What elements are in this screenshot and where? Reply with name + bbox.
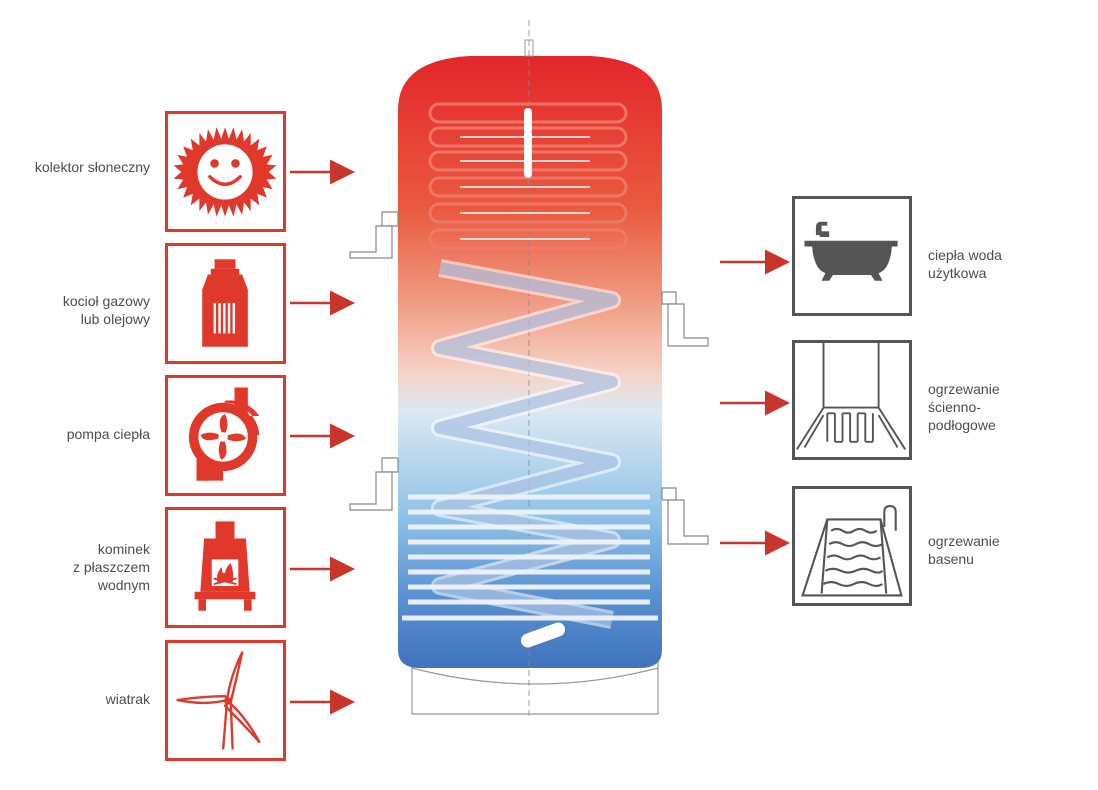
label-solar: kolektor słoneczny	[34, 159, 150, 175]
tank-base	[411, 660, 659, 715]
label-hotwater: ciepła woda użytkowa	[928, 247, 1002, 281]
right-pipes	[661, 291, 709, 545]
left-pipes	[349, 211, 399, 511]
output-arrows	[720, 249, 790, 556]
fireplace-icon	[194, 521, 256, 611]
floor-heating-box	[792, 340, 912, 460]
label-floor: ogrzewanie ścienno- podłogowe	[928, 381, 1000, 433]
heat-pump-box	[165, 375, 286, 496]
label-boiler: kocioł gazowy lub olejowy	[62, 293, 150, 327]
label-fireplace: kominek z płaszczem wodnym	[72, 541, 150, 593]
pool-box	[792, 486, 912, 606]
solar-collector-box	[165, 111, 286, 232]
wind-turbine-box	[165, 640, 286, 761]
label-heatpump: pompa ciepła	[66, 426, 150, 442]
floor-heating-icon	[796, 343, 907, 450]
spiral-coil	[431, 259, 621, 629]
fireplace-box	[165, 507, 286, 628]
sun-icon	[173, 127, 277, 217]
label-pool: ogrzewanie basenu	[928, 533, 1000, 567]
boiler-box	[165, 243, 286, 364]
label-wind: wiatrak	[105, 691, 150, 707]
bathtub-icon	[804, 221, 898, 281]
hot-water-box	[792, 196, 912, 316]
lower-coil	[402, 494, 658, 621]
source-arrows	[290, 159, 355, 715]
wind-turbine-icon	[176, 651, 261, 750]
boiler-icon	[202, 259, 248, 347]
heat-pump-icon	[188, 387, 260, 481]
pool-icon	[801, 505, 903, 597]
